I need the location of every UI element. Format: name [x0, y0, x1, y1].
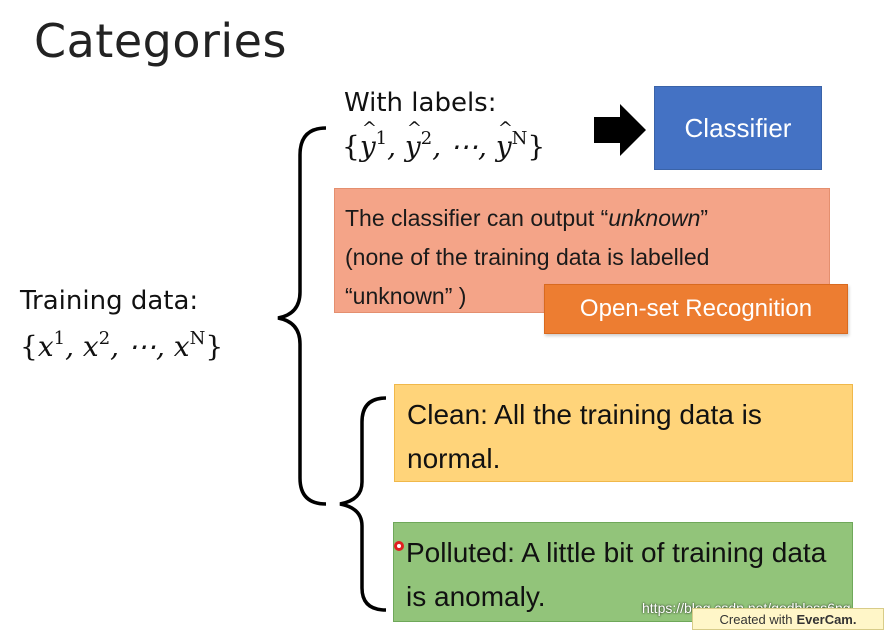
x-2: x: [82, 330, 99, 363]
classifier-label: Classifier: [684, 112, 792, 143]
y-hat-1: y: [360, 118, 377, 163]
sep-3: ,: [478, 130, 487, 163]
with-labels-label: With labels:: [344, 88, 497, 118]
small-curly-brace: [339, 396, 387, 612]
x-sep-2: ,: [110, 330, 120, 363]
x-sup-n: N: [189, 328, 206, 349]
y-hat-2: y: [405, 118, 422, 163]
labels-set-formula: {y1, y2, ⋯, yN}: [342, 118, 546, 163]
x-n: x: [173, 330, 190, 363]
formula-open-brace: {: [342, 130, 360, 163]
x-sep-3: ,: [155, 330, 165, 363]
train-close-brace: }: [205, 330, 224, 363]
clean-text: Clean: All the training data is normal.: [407, 399, 762, 474]
clean-category-box: Clean: All the training data is normal.: [394, 384, 853, 482]
unknown-note-em: unknown: [608, 205, 701, 231]
pointer-dot-icon: [394, 541, 404, 551]
sep-1: ,: [387, 130, 397, 163]
sep-2: ,: [432, 130, 442, 163]
x-1: x: [37, 330, 54, 363]
formula-close-brace: }: [527, 130, 546, 163]
evercam-brand: EverCam.: [796, 611, 857, 627]
y-hat-n: y: [496, 118, 513, 163]
unknown-note-line-1: The classifier can output “unknown”: [345, 199, 819, 238]
ellipsis: ⋯: [450, 130, 479, 163]
open-set-recognition-badge: Open-set Recognition: [544, 284, 848, 334]
unknown-note-post: ”: [700, 205, 709, 231]
x-ellipsis: ⋯: [127, 330, 156, 363]
polluted-text: Polluted: A little bit of training data …: [406, 537, 827, 612]
x-sup-2: 2: [98, 328, 111, 349]
training-set-formula: {x1, x2, ⋯, xN}: [20, 328, 224, 364]
classifier-box: Classifier: [654, 86, 822, 170]
unknown-note-pre: The classifier can output “: [345, 205, 609, 231]
unknown-note-line-2: (none of the training data is labelled: [345, 244, 710, 270]
sup-1: 1: [375, 128, 388, 149]
big-curly-brace: [277, 126, 327, 506]
sup-2: 2: [420, 128, 433, 149]
page-title: Categories: [34, 14, 287, 68]
open-set-label: Open-set Recognition: [579, 295, 813, 322]
x-sup-1: 1: [53, 328, 66, 349]
evercam-pre: Created with: [719, 611, 793, 627]
training-data-label: Training data:: [20, 286, 199, 316]
sup-n: N: [511, 128, 528, 149]
arrow-right-icon: [594, 104, 646, 156]
train-open-brace: {: [20, 330, 38, 363]
polluted-category-box: Polluted: A little bit of training data …: [393, 522, 853, 622]
x-sep-1: ,: [65, 330, 74, 363]
unknown-note-line-3: “unknown” ): [345, 283, 467, 309]
